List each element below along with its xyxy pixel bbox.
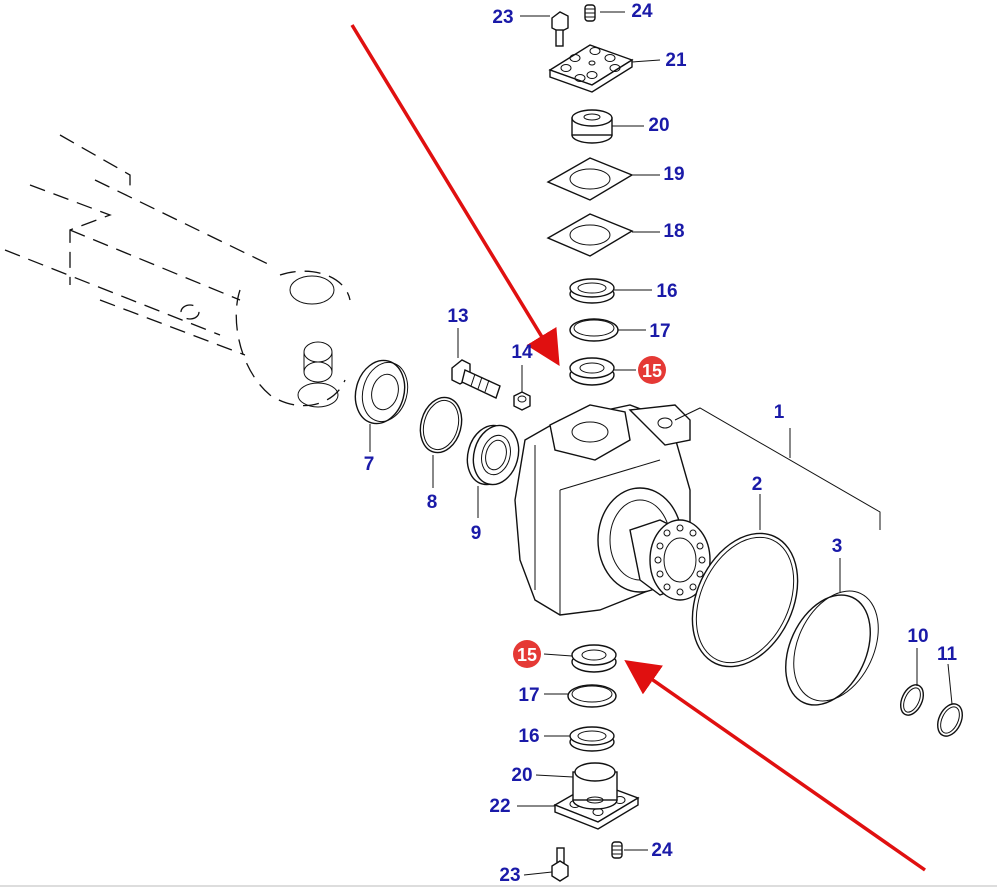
part-label-16-bottom: 16 (518, 726, 539, 747)
hex-bolt-13 (451, 359, 501, 399)
gasket-18 (546, 213, 634, 257)
part-label-24-bottom: 24 (651, 840, 673, 861)
grease-nipple-24-top (584, 4, 596, 22)
part-label-21: 21 (665, 50, 687, 71)
part-label-7: 7 (364, 454, 375, 475)
part-labels: 23 24 21 20 19 18 16 17 13 14 1 2 3 7 8 … (364, 1, 958, 886)
part-label-15-top: 15 (642, 361, 662, 381)
cover-plate-21 (548, 44, 634, 93)
snap-ring-8 (419, 396, 463, 454)
ring-16-top (569, 278, 615, 304)
grease-nipple-24-bottom (611, 841, 623, 859)
steering-knuckle-housing (514, 404, 711, 616)
part-label-14: 14 (511, 342, 533, 363)
bolt-23-top (551, 11, 569, 47)
bolt-23-bottom (551, 847, 569, 882)
ring-17-top (569, 318, 619, 342)
part-label-9: 9 (471, 523, 482, 544)
circlip-11 (937, 703, 963, 737)
bearing-15-bottom (571, 644, 617, 673)
part-label-23-top: 23 (492, 7, 513, 28)
red-pointer-arrow-top (350, 24, 560, 366)
ring-16-bottom (569, 726, 615, 752)
seal-ring-2 (691, 532, 799, 668)
bushing-20-top (571, 109, 613, 144)
part-label-19: 19 (663, 164, 684, 185)
part-label-17-top: 17 (649, 321, 670, 342)
part-label-15-bottom: 15 (517, 645, 537, 665)
part-label-1: 1 (774, 402, 785, 423)
part-label-11: 11 (937, 644, 958, 665)
o-ring-10 (899, 684, 925, 716)
part-label-18: 18 (663, 221, 684, 242)
axle-housing-outline (4, 134, 351, 408)
part-label-2: 2 (752, 474, 763, 495)
part-label-17-bottom: 17 (518, 685, 539, 706)
part-label-24-top: 24 (631, 1, 653, 22)
part-label-23-bottom: 23 (499, 865, 520, 886)
spacer-sleeve-3 (785, 590, 879, 706)
part-label-8: 8 (427, 492, 438, 513)
ring-17-bottom (567, 684, 617, 708)
hex-nut-14 (513, 391, 531, 411)
part-label-3: 3 (832, 536, 843, 557)
part-label-10: 10 (907, 626, 928, 647)
roller-bearing-9 (466, 424, 520, 486)
part-label-22: 22 (489, 796, 510, 817)
highlight-badge-bottom (513, 640, 541, 668)
assembly-bracket-line (674, 407, 881, 530)
part-label-20-bottom: 20 (511, 765, 532, 786)
bearing-15-top (569, 357, 615, 386)
shaft-seal-7 (354, 359, 409, 425)
red-pointer-arrow-bottom (624, 659, 927, 872)
part-label-16-top: 16 (656, 281, 677, 302)
part-label-13: 13 (447, 306, 468, 327)
bushing-20-bottom (572, 762, 618, 810)
gasket-19 (546, 157, 634, 201)
leader-lines (369, 11, 953, 876)
part-label-20-top: 20 (648, 115, 669, 136)
highlight-badge-top (638, 356, 666, 384)
